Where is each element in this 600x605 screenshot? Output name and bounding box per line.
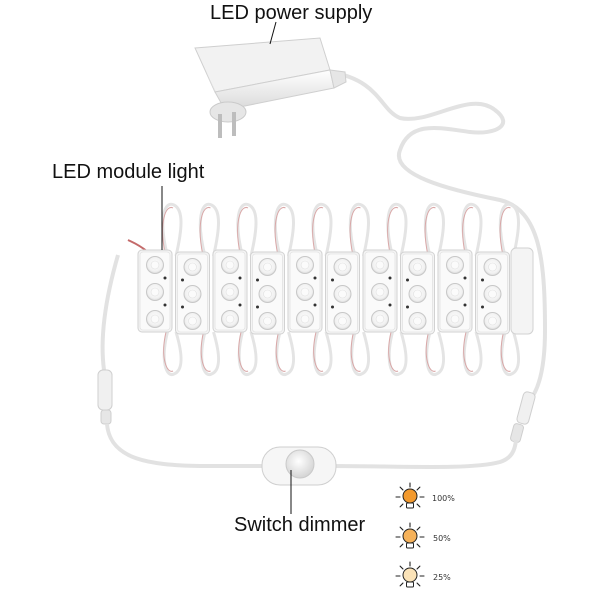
wire-loop-bottom-red [463,331,474,372]
screw-dot [406,278,409,282]
switch-dimmer-device [261,446,337,486]
wire-loop-top [198,202,220,259]
wire-loop-bottom-red [425,331,436,372]
wire-loop-bottom [200,329,220,376]
wire-loop-top-red [387,206,399,259]
led-module [137,249,173,333]
brightness-100-label: 100% [432,494,455,503]
led-module-strip [137,247,534,335]
switch-dimmer-label: Switch dimmer [234,514,366,536]
wire-loop-top-red [424,206,436,259]
wire-loop-top [311,202,333,259]
wire-loop-bottom [350,329,370,376]
power-supply-pointer [269,21,277,45]
screw-dot [238,276,242,280]
screw-dot [463,303,467,307]
end-cap [510,247,534,335]
led-module [400,251,435,335]
wire-loop-bottom-red [238,331,249,372]
brightness-bulb-icon [395,561,425,588]
screw-dot [331,278,334,282]
wire-loop-bottom-red [350,331,361,372]
screw-dot [181,278,184,282]
screw-dot [481,305,484,309]
led-module [175,251,210,335]
brightness-levels [395,482,425,588]
led-module [287,249,323,333]
wire-loop-top [348,202,370,259]
brightness-25-label: 25% [433,573,451,582]
wire-loop-top-red [237,206,249,259]
screw-dot [181,305,184,309]
power-supply-label: LED power supply [210,2,373,24]
screw-dot [388,276,392,280]
wire-loop-bottom [237,329,258,376]
screw-dot [256,278,259,282]
screw-dot [406,305,409,309]
left-connector [97,369,113,425]
screw-dot [313,303,317,307]
power-adapter [194,37,347,138]
wire-loop-bottom [275,329,295,376]
brightness-50-label: 50% [433,534,451,543]
wire-loop-bottom [312,329,333,376]
module-light-label: LED module light [52,161,205,183]
wire-loop-top-red [349,206,361,259]
wire-loop-bottom [462,329,483,376]
led-module [362,249,398,333]
wire-loop-bottom [162,329,183,376]
wire-loop-top [498,202,520,259]
screw-dot [163,276,167,280]
wire-loop-top [236,202,258,259]
wire-loop-top-red [312,206,324,259]
wire-loop-top [273,202,295,259]
wire-loop-top [461,202,483,259]
wire-loop-top [161,202,183,259]
left-cable [100,254,120,371]
wire-loop-top-red [162,206,174,259]
wire-loop-bottom-red [163,331,174,372]
dimmer-cable [105,423,518,469]
wire-loop-top [386,202,408,259]
screw-dot [481,278,484,282]
led-module [437,249,473,333]
wire-loop-bottom-red [313,331,324,372]
screw-dot [331,305,334,309]
brightness-bulb-icon [395,482,425,509]
wire-loop-bottom-red [388,331,399,372]
wire-loop-top-red [274,206,286,259]
screw-dot [256,305,259,309]
screw-dot [388,303,392,307]
screw-dot [463,276,467,280]
wire-loops [161,202,520,376]
wire-loop-bottom [425,329,445,376]
wire-loop-bottom [500,329,520,376]
led-module [475,251,510,335]
wire-loop-bottom [387,329,408,376]
led-module [212,249,248,333]
led-module [250,251,285,335]
wire-loop-top-red [199,206,211,259]
wire-loop-bottom-red [275,331,286,372]
wire-loop-top-red [462,206,474,259]
screw-dot [313,276,317,280]
led-module [325,251,360,335]
screw-dot [238,303,242,307]
power-cable [328,70,548,402]
wire-loop-bottom-red [500,331,511,372]
brightness-bulb-icon [395,522,425,549]
wire-loop-bottom-red [200,331,211,372]
screw-dot [163,303,167,307]
right-connector [510,391,536,443]
wire-loop-top [423,202,445,259]
wire-loop-top-red [499,206,511,259]
